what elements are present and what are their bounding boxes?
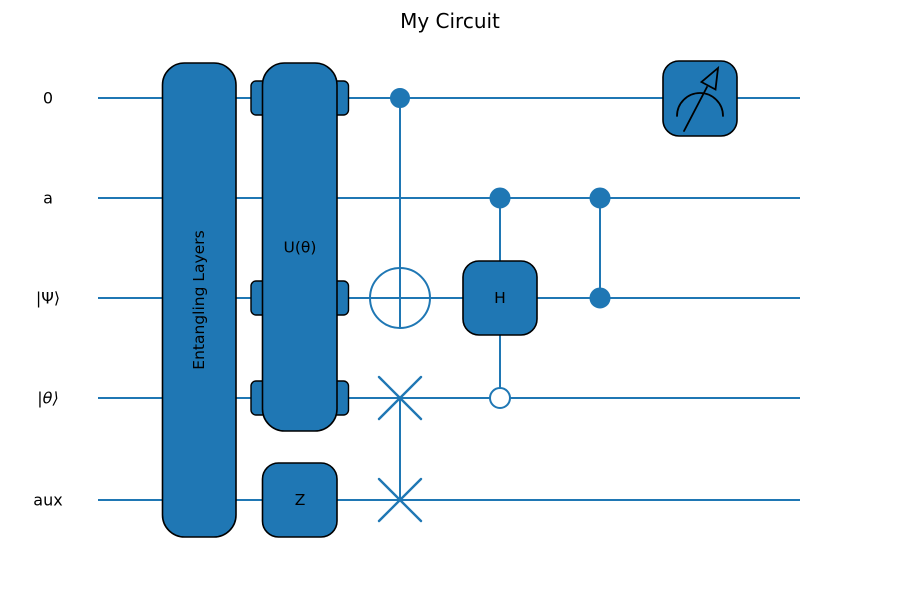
cz-control-dot-a bbox=[589, 187, 611, 209]
controlled-h-gate: H bbox=[462, 187, 538, 409]
cz-gate bbox=[589, 187, 611, 309]
z-gate: Z bbox=[261, 462, 338, 538]
measurement-gate bbox=[662, 60, 738, 137]
figure-title: My Circuit bbox=[400, 9, 500, 33]
z-gate-label: Z bbox=[295, 491, 306, 509]
entangling-layers-gate: Entangling Layers bbox=[161, 62, 237, 538]
u-theta-label: U(θ) bbox=[284, 239, 317, 257]
u-theta-gate: U(θ) bbox=[250, 62, 350, 432]
z-gate-box bbox=[261, 462, 338, 538]
swap-cross-theta bbox=[377, 375, 423, 421]
swap-gate bbox=[377, 375, 423, 523]
h-gate-label: H bbox=[494, 289, 506, 307]
measurement-arrowhead-icon bbox=[699, 65, 720, 91]
h-gate-box bbox=[462, 260, 538, 336]
wire-label-theta: |θ⟩ bbox=[37, 389, 58, 408]
measurement-arc-icon bbox=[676, 92, 724, 117]
wire-label-aux: aux bbox=[33, 491, 62, 510]
entangling-layers-box bbox=[161, 62, 237, 538]
cnot-control-dot bbox=[390, 88, 410, 108]
measurement-needle-icon bbox=[683, 86, 708, 132]
wire-labels: 0 a |Ψ⟩ |θ⟩ aux bbox=[33, 89, 62, 510]
cnot-target-icon bbox=[369, 267, 431, 329]
u-theta-box bbox=[261, 62, 338, 432]
swap-cross-aux bbox=[377, 477, 423, 523]
wire-label-a: a bbox=[43, 189, 53, 208]
cz-control-dot-psi bbox=[589, 287, 611, 309]
h-open-control-dot bbox=[489, 387, 511, 409]
wire-label-psi: |Ψ⟩ bbox=[36, 289, 60, 308]
wire-label-0: 0 bbox=[43, 89, 53, 108]
cnot-gate bbox=[369, 88, 431, 329]
entangling-layers-label: Entangling Layers bbox=[190, 230, 208, 369]
h-control-dot bbox=[489, 187, 511, 209]
